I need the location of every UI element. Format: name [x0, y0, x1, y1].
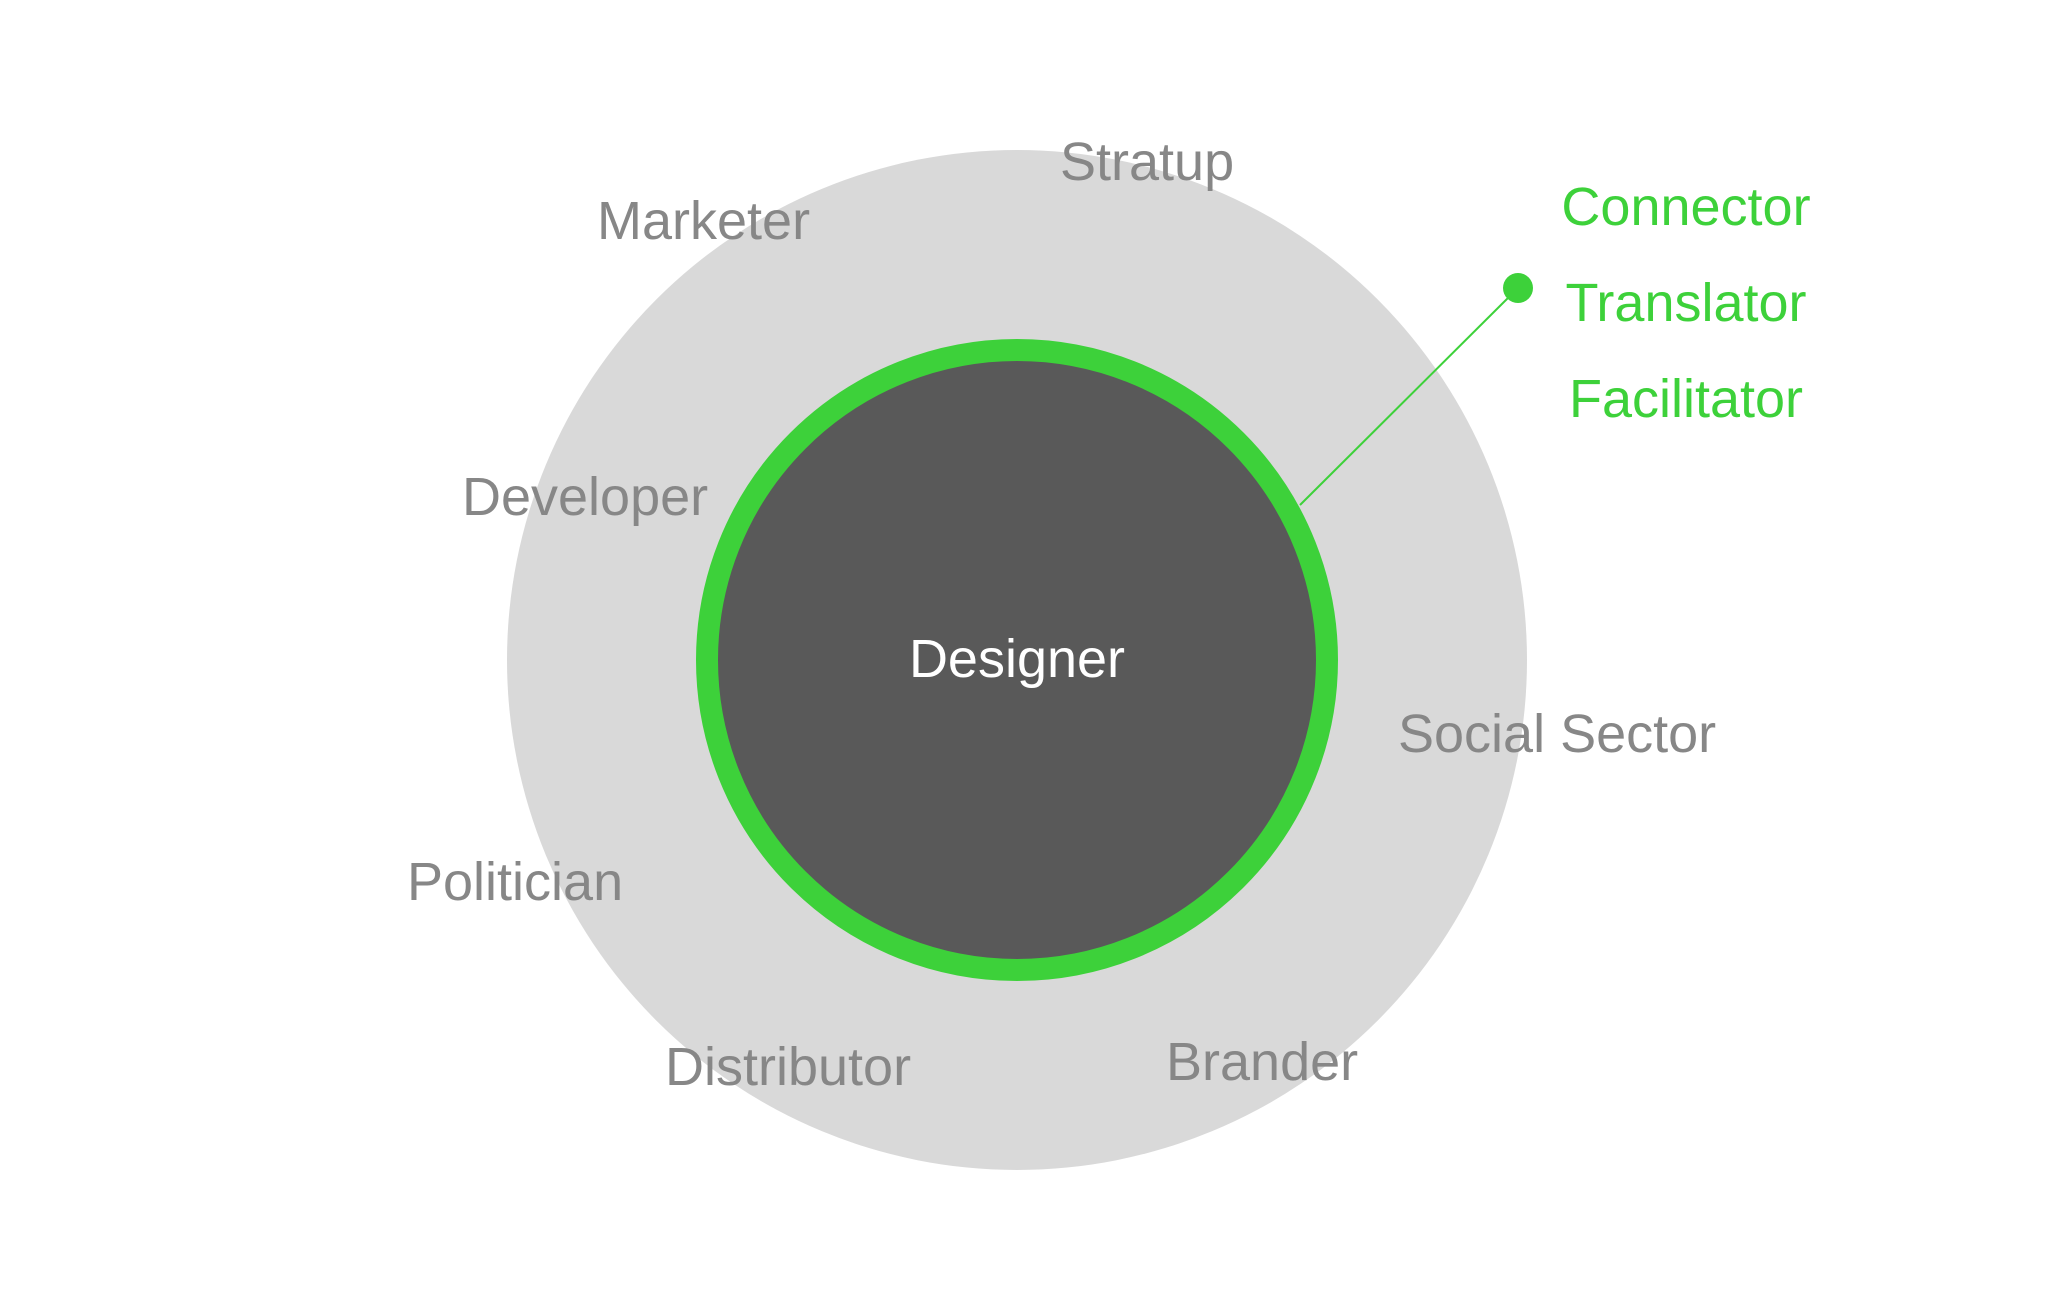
role-label-social-sector: Social Sector [1398, 704, 1717, 764]
role-label-developer: Developer [462, 467, 709, 527]
role-label-marketer: Marketer [597, 191, 811, 251]
role-label-translator: Translator [1565, 273, 1807, 333]
connector-dot [1503, 273, 1533, 303]
role-label-connector: Connector [1561, 177, 1811, 237]
role-label-distributor: Distributor [665, 1037, 912, 1097]
center-label-designer: Designer [908, 629, 1126, 689]
role-label-stratup: Stratup [1060, 132, 1235, 192]
role-label-brander: Brander [1166, 1032, 1359, 1092]
connector-line [1299, 287, 1519, 506]
role-label-politician: Politician [407, 852, 624, 912]
inner-circle [696, 339, 1338, 981]
role-label-facilitator: Facilitator [1568, 369, 1804, 429]
